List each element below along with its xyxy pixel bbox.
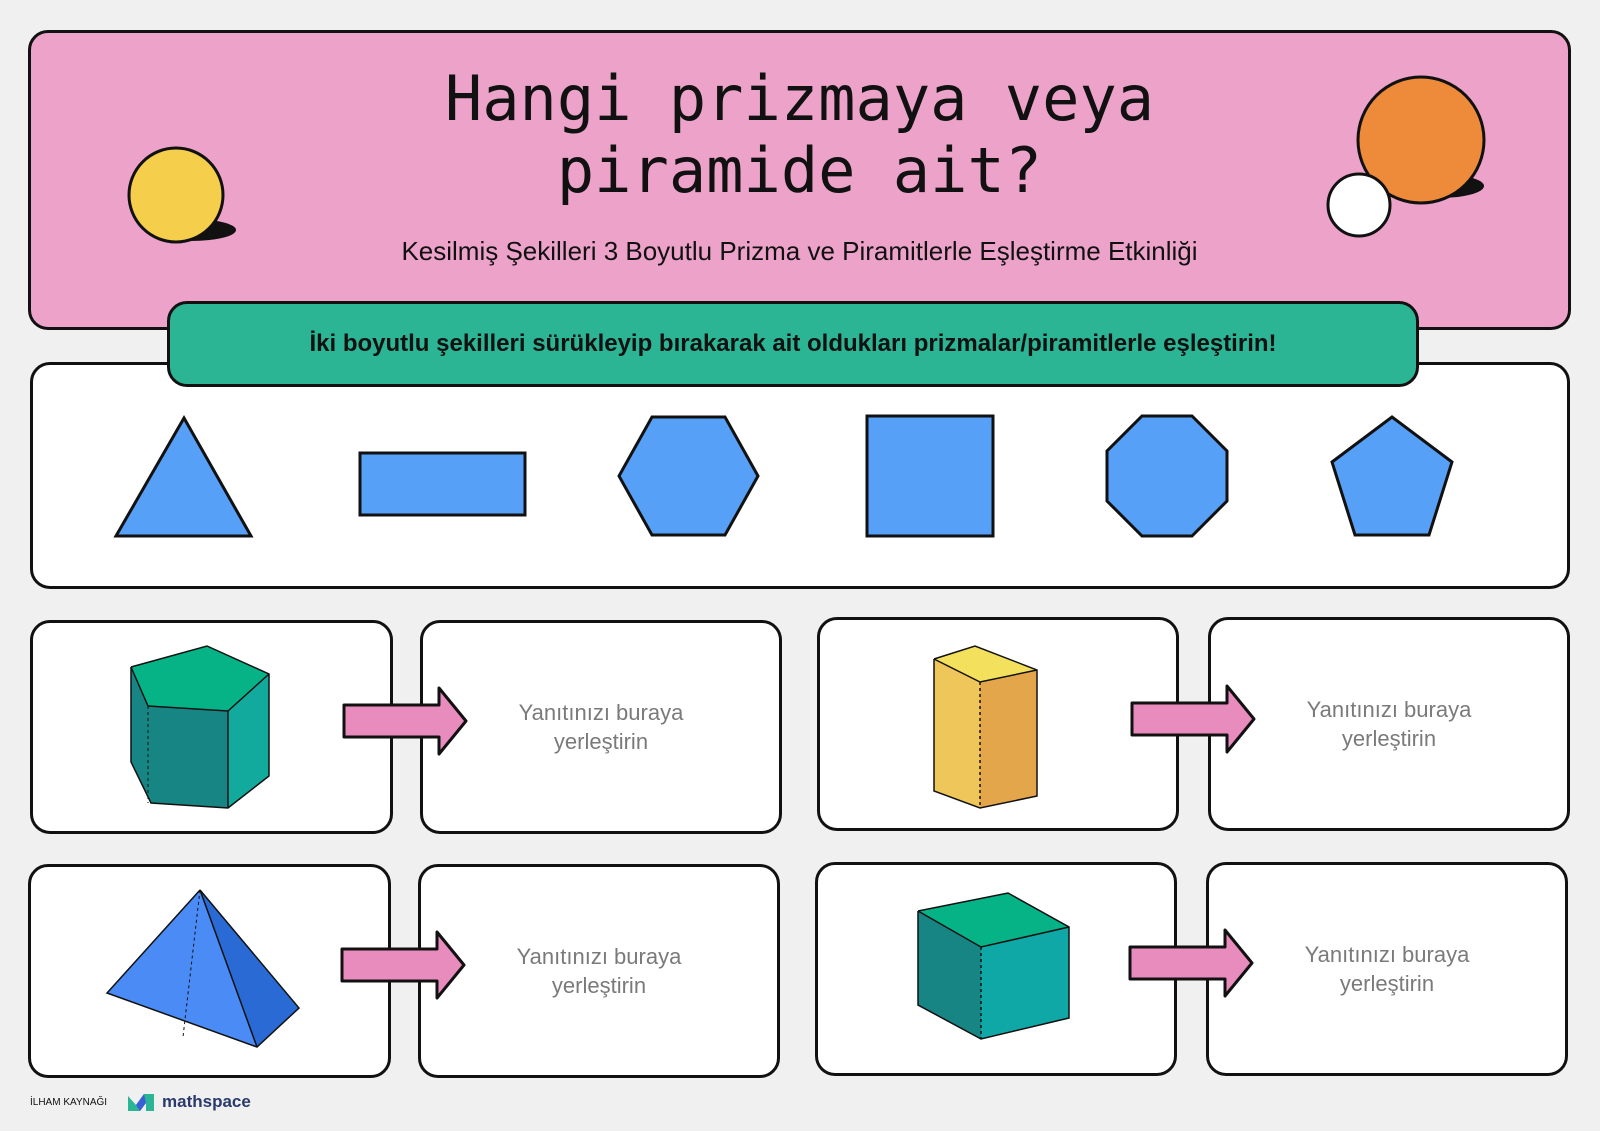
answer-dropzone[interactable]: Yanıtınızı buraya yerleştirin (420, 620, 782, 834)
answer-dropzone[interactable]: Yanıtınızı buraya yerleştirin (418, 864, 780, 1078)
answer-placeholder-text: Yanıtınızı buraya yerleştirin (518, 700, 684, 754)
arrow-icon (342, 686, 468, 756)
triangle-shape[interactable] (113, 415, 255, 540)
answer-placeholder-text: Yanıtınızı buraya yerleştirin (516, 944, 682, 998)
rectangular-prism-icon (933, 645, 1038, 809)
footer-brand: mathspace (162, 1092, 251, 1111)
decor-orange-white-balls-icon (1326, 75, 1486, 238)
page-subtitle: Kesilmiş Şekilleri 3 Boyutlu Prizma ve P… (401, 236, 1198, 266)
answer-placeholder-text: Yanıtınızı buraya yerleştirin (1304, 942, 1470, 996)
square-shape[interactable] (865, 414, 997, 538)
arrow-icon (1130, 684, 1256, 754)
pentagonal-prism-icon (130, 645, 270, 809)
cube-icon (917, 892, 1070, 1040)
header-banner: Hangi prizmaya veya piramide ait? Kesilm… (28, 30, 1571, 330)
solid-card-pentagonal-prism (30, 620, 393, 834)
rectangle-shape[interactable] (358, 451, 528, 517)
mathspace-logo-icon (128, 1094, 154, 1111)
decor-yellow-ball-icon (127, 146, 236, 244)
answer-dropzone[interactable]: Yanıtınızı buraya yerleştirin (1206, 862, 1568, 1076)
pentagon-shape[interactable] (1329, 414, 1455, 538)
arrow-icon (340, 930, 466, 1000)
answer-placeholder-text: Yanıtınızı buraya yerleştirin (1306, 697, 1472, 751)
solid-card-square-pyramid (28, 864, 391, 1078)
square-pyramid-icon (105, 889, 301, 1048)
arrow-icon (1128, 928, 1254, 998)
hexagon-shape[interactable] (616, 414, 761, 538)
page-title: Hangi prizmaya veya piramide ait? (444, 62, 1155, 207)
footer-label: İLHAM KAYNAĞI (30, 1097, 108, 1108)
instruction-banner: İki boyutlu şekilleri sürükleyip bırakar… (167, 301, 1419, 387)
solid-card-cube (815, 862, 1177, 1076)
answer-dropzone[interactable]: Yanıtınızı buraya yerleştirin (1208, 617, 1570, 831)
octagon-shape[interactable] (1105, 414, 1229, 538)
shapes-tray (30, 362, 1570, 589)
solid-card-rectangular-prism (817, 617, 1179, 831)
